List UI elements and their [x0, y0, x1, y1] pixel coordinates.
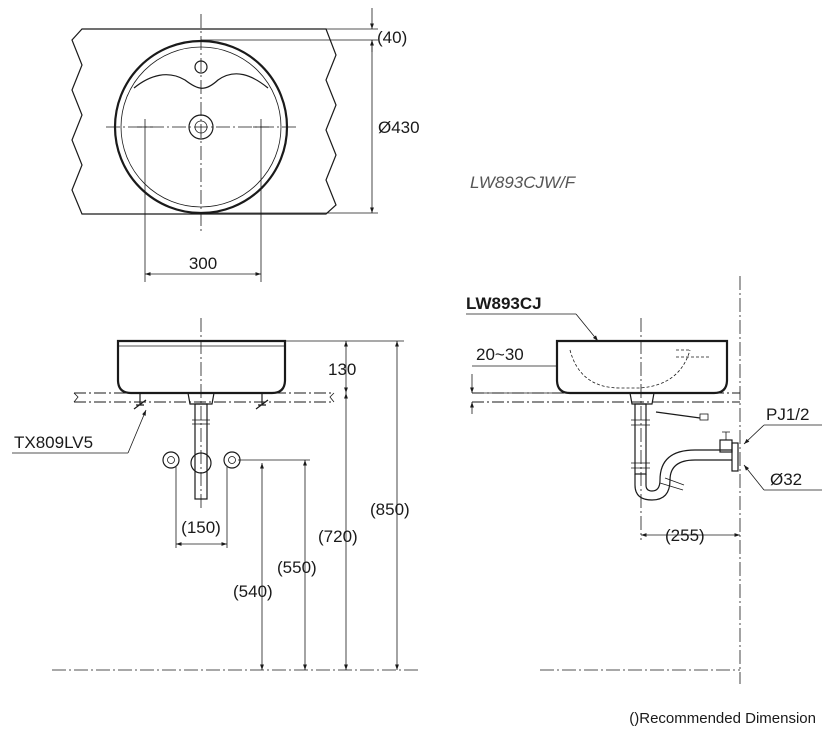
drain-side-pipe — [634, 403, 647, 475]
dim-pipe-thread: PJ1/2 — [766, 405, 809, 424]
stop-valve-right — [223, 451, 241, 469]
dim-drain-diameter: Ø32 — [770, 470, 802, 489]
dim-valve-spacing: (150) — [181, 518, 221, 537]
model-label: LW893CJW/F — [470, 173, 577, 192]
p-trap — [634, 449, 732, 501]
fixing-mark-right — [253, 119, 269, 135]
counter-outline — [71, 28, 337, 215]
recommended-note: ()Recommended Dimension — [629, 710, 816, 727]
dim-basin-height: 130 — [328, 360, 356, 379]
stop-valve-left — [162, 451, 180, 469]
dim-counter-thickness: 20~30 — [476, 345, 524, 364]
dim-width: 300 — [189, 254, 217, 273]
front-view: 130 (850) (720) (550) (540) (150) TX809L… — [12, 318, 420, 671]
dim-wall-distance: (255) — [665, 526, 705, 545]
faucet-label: TX809LV5 — [14, 433, 93, 452]
faucet-deck — [133, 73, 269, 89]
basin-body — [116, 339, 287, 395]
dim-counter-height: (720) — [318, 527, 358, 546]
dim-drain-height: (540) — [233, 582, 273, 601]
dim-total-height: (850) — [370, 500, 410, 519]
basin-side-body — [555, 339, 729, 395]
dim-top-offset: (40) — [377, 28, 407, 47]
dim-diameter: Ø430 — [378, 118, 420, 137]
fixing-mark-left — [137, 119, 153, 135]
side-view: 20~30 LW893CJ (255) PJ1/2 Ø32 — [466, 276, 822, 684]
top-view: 300 Ø430 (40) — [71, 8, 420, 282]
basin-label: LW893CJ — [466, 294, 542, 313]
dim-supply-height: (550) — [277, 558, 317, 577]
